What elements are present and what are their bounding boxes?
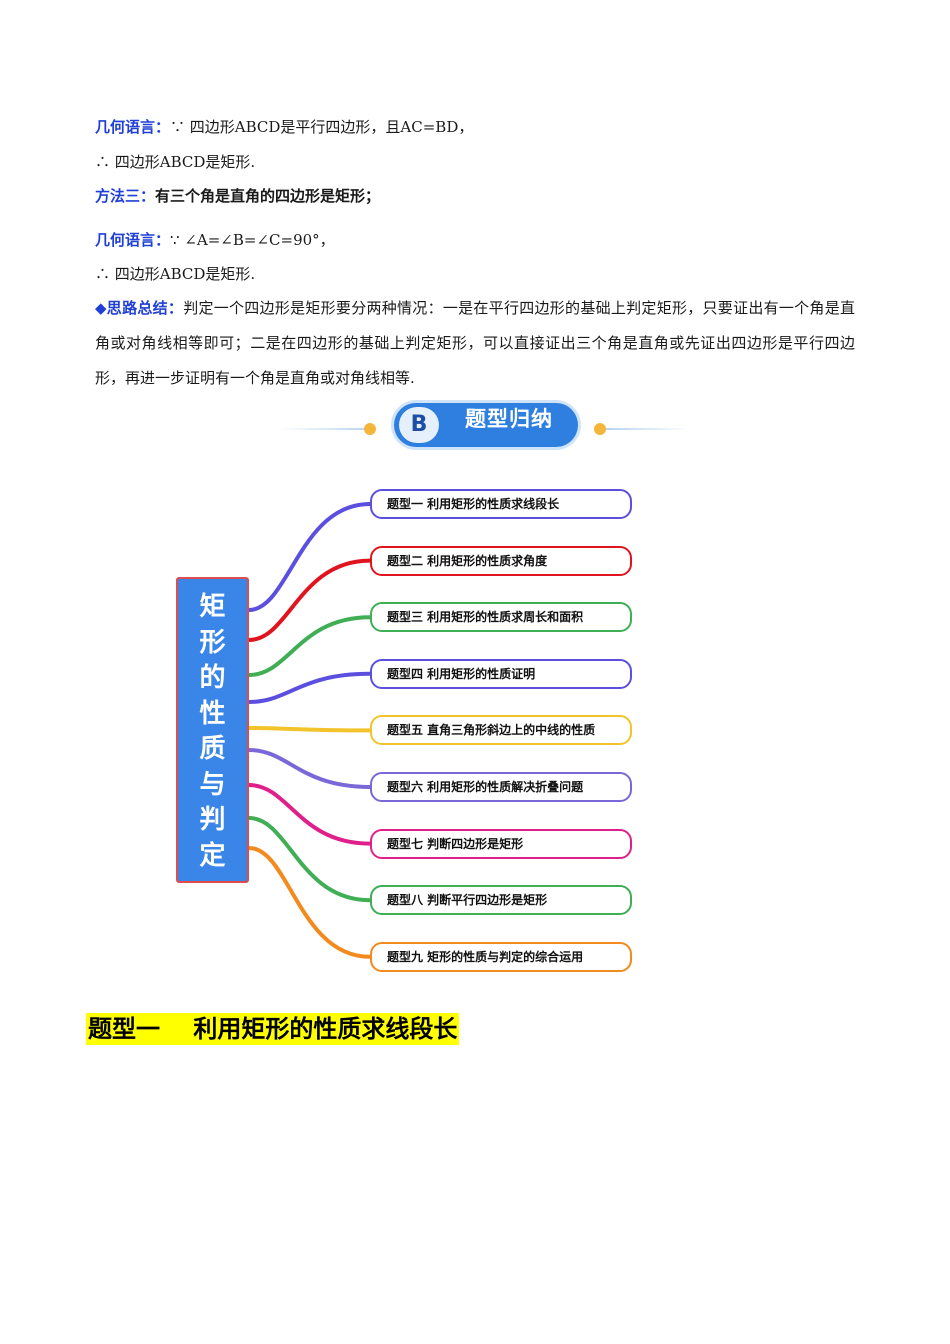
connector-3: [247, 615, 372, 677]
geometry-label: 几何语言：: [95, 231, 171, 249]
connector-2: [247, 558, 372, 642]
method-statement: 有三个角是直角的四边形是矩形；: [155, 187, 381, 205]
mindmap-branch-3: 题型三 利用矩形的性质求周长和面积: [370, 602, 632, 633]
geometry-statement: ∵ ∠A=∠B=∠C=90°，: [170, 231, 335, 249]
connector-1: [247, 502, 372, 612]
summary-label: ◆思路总结：: [95, 299, 184, 317]
geometry-label: 几何语言：: [95, 118, 171, 136]
mindmap-branch-8: 题型八 判断平行四边形是矩形: [370, 885, 632, 916]
center-char: 与: [199, 769, 226, 800]
connector-9: [247, 846, 372, 959]
mindmap-center-node: 矩形的性质与判定: [176, 577, 249, 883]
mindmap-branch-7: 题型七 判断四边形是矩形: [370, 828, 632, 859]
mindmap-branch-1: 题型一 利用矩形的性质求线段长: [370, 489, 632, 519]
method-three-line: 方法三：有三个角是直角的四边形是矩形；: [95, 186, 380, 206]
mindmap-branch-9: 题型九 矩形的性质与判定的综合运用: [370, 941, 632, 972]
section-heading: 题型一 利用矩形的性质求线段长: [86, 1013, 460, 1045]
connector-4: [247, 671, 372, 704]
banner-right-rule: [606, 428, 690, 430]
connector-8: [247, 816, 372, 903]
banner-letter-badge: B: [399, 407, 439, 443]
banner-title: 题型归纳: [465, 407, 553, 431]
center-char: 定: [199, 840, 226, 871]
conclusion-line-1: ∴ 四边形ABCD是矩形.: [95, 153, 256, 171]
geometry-line-1: 几何语言：∵ 四边形ABCD是平行四边形，且AC=BD，: [95, 117, 473, 137]
center-char: 形: [199, 627, 226, 658]
banner-left-dot: [364, 423, 376, 435]
mindmap-branch-6: 题型六 利用矩形的性质解决折叠问题: [370, 772, 632, 802]
center-char: 判: [199, 805, 226, 835]
mindmap-branch-4: 题型四 利用矩形的性质证明: [370, 658, 632, 689]
summary-text: 判定一个四边形是矩形要分两种情况：一是在平行四边形的基础上判定矩形，只要证出有一…: [95, 299, 855, 387]
center-char: 质: [199, 734, 226, 764]
banner-left-rule: [280, 428, 370, 430]
summary-paragraph: ◆思路总结：判定一个四边形是矩形要分两种情况：一是在平行四边形的基础上判定矩形，…: [95, 291, 855, 396]
connector-6: [247, 748, 372, 789]
method-label: 方法三：: [95, 187, 156, 205]
mindmap-branch-2: 题型二 利用矩形的性质求角度: [370, 545, 632, 576]
connector-7: [247, 783, 372, 846]
center-char: 性: [199, 698, 226, 729]
center-char: 矩: [199, 592, 226, 622]
mindmap-branch-5: 题型五 直角三角形斜边上的中线的性质: [370, 715, 632, 746]
banner-right-dot: [594, 423, 606, 435]
geometry-line-2: 几何语言：∵ ∠A=∠B=∠C=90°，: [95, 230, 335, 250]
geometry-statement: ∵ 四边形ABCD是平行四边形，且AC=BD，: [170, 118, 474, 136]
connector-5: [247, 726, 372, 733]
conclusion-line-2: ∴ 四边形ABCD是矩形.: [95, 265, 256, 283]
center-char: 的: [199, 663, 226, 693]
